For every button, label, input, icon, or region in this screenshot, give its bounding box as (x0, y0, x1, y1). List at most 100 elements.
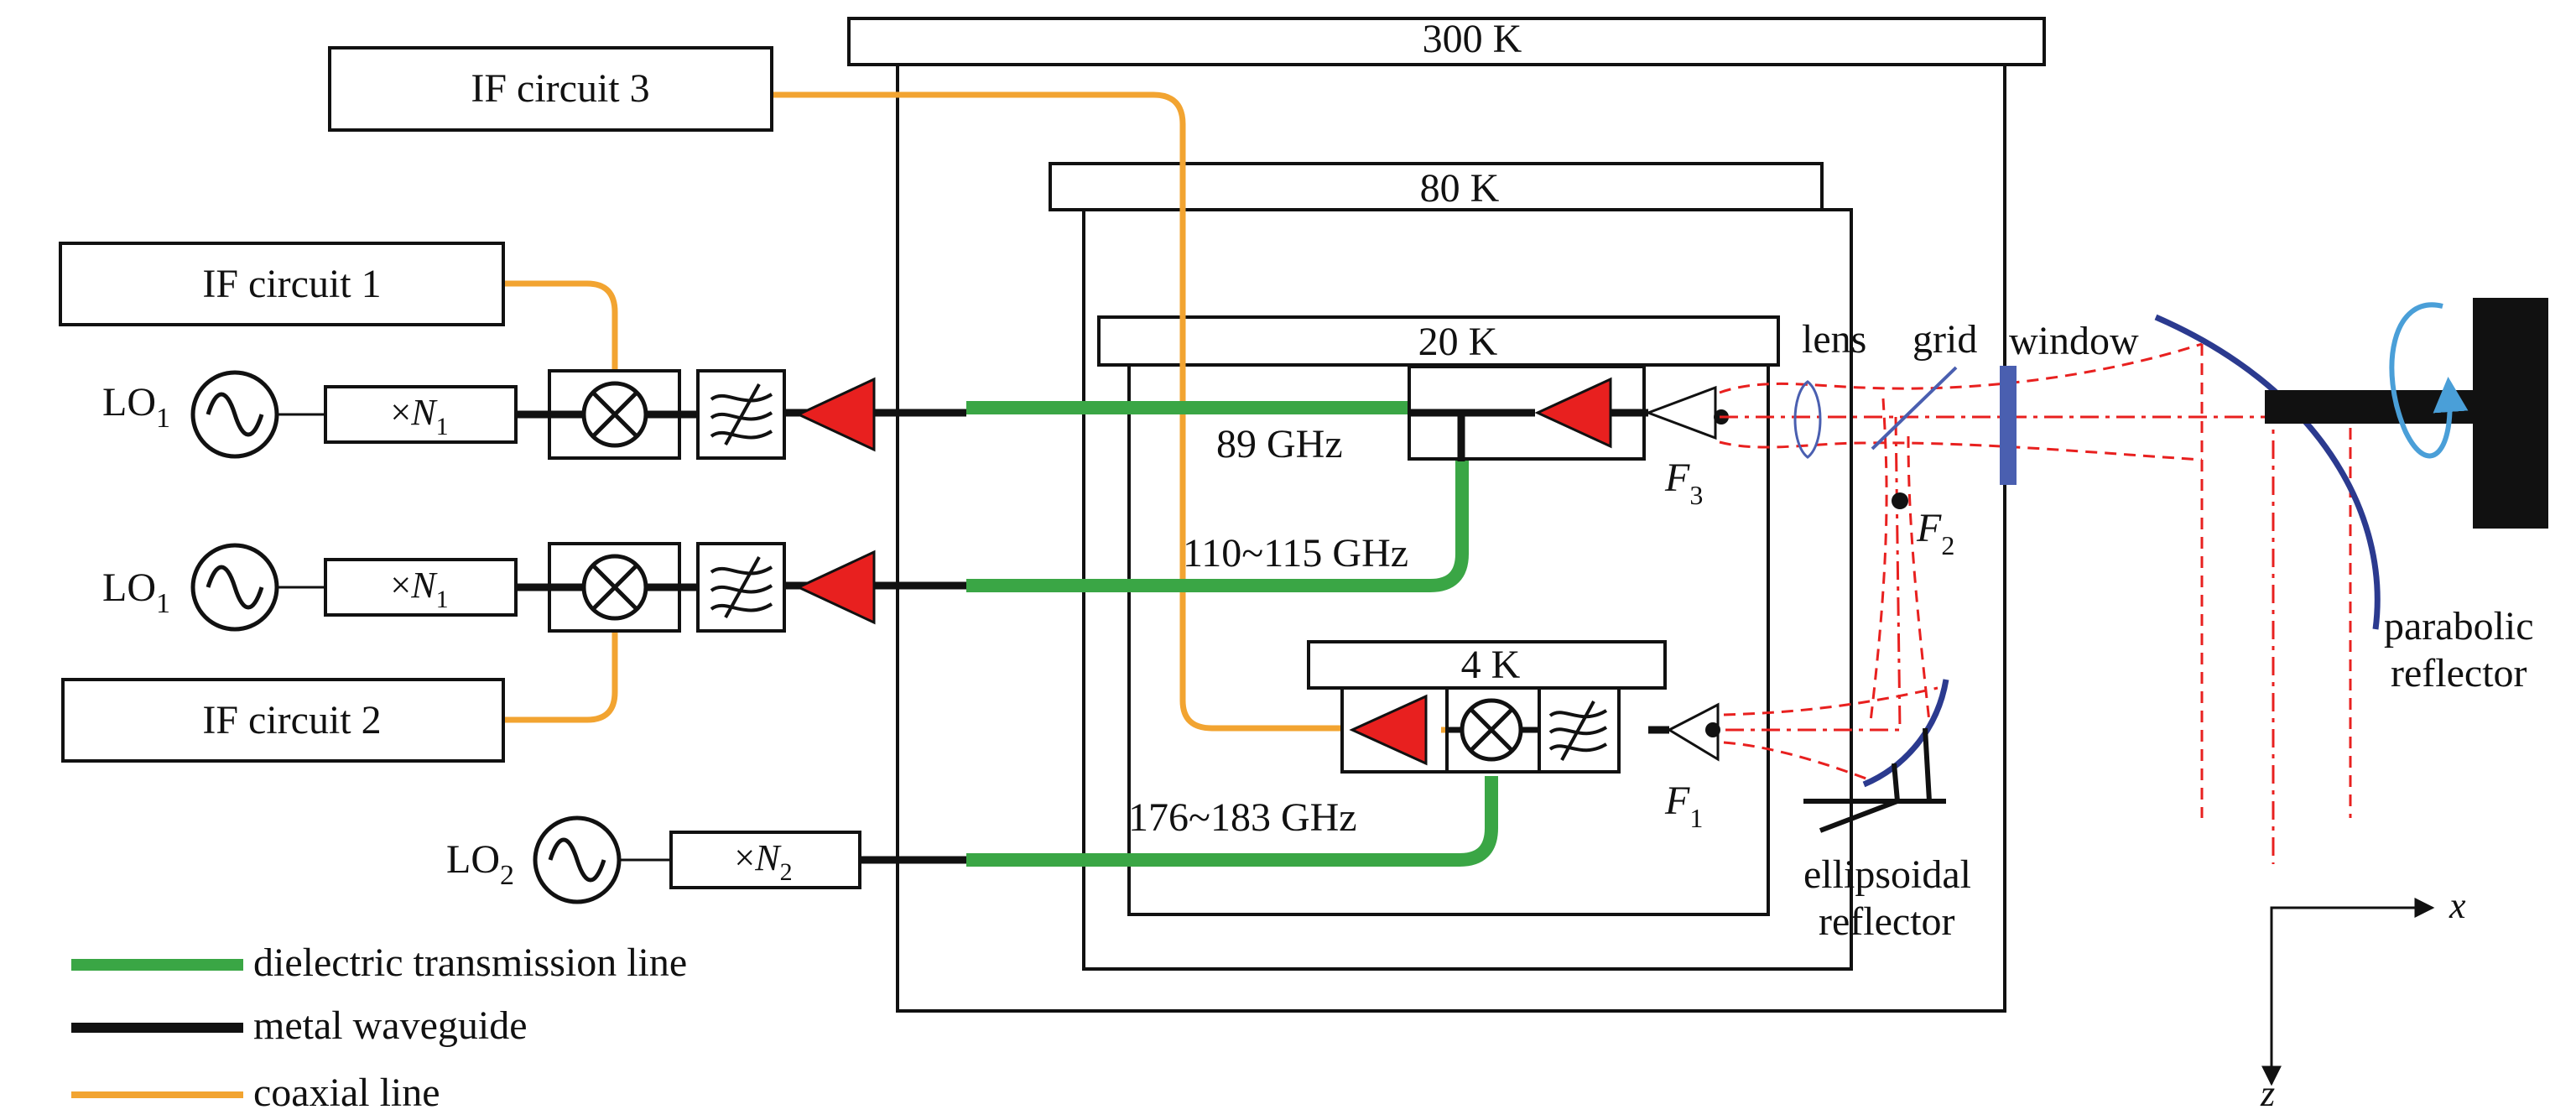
stage-4k: 4 K (1307, 640, 1667, 690)
mixer-4k (1445, 686, 1541, 774)
parabolic-reflector (2154, 314, 2381, 630)
lo1-bottom-sub: 1 (156, 588, 170, 619)
amplifier-top (795, 377, 876, 452)
amplifier-20k (1534, 377, 1612, 449)
amplifier-bottom (795, 550, 876, 625)
thin-connectors (277, 413, 671, 862)
svg-text:LO1: LO1 (102, 380, 170, 434)
axis-z-label: z (2260, 1073, 2275, 1114)
parabolic-reflector-label-2: reflector (2391, 651, 2527, 695)
multiplier-n2-prefix: × (734, 837, 755, 878)
ellipsoidal-reflector (1803, 679, 1949, 833)
freq-89ghz: 89 GHz (1216, 422, 1343, 466)
mixer-x-icon (591, 391, 638, 438)
block-4k (1340, 686, 1621, 774)
mixer-x-icon (591, 564, 638, 611)
coax-if1 (503, 280, 618, 378)
window-label: window (2009, 319, 2139, 363)
filter-wave-icon (710, 565, 773, 612)
if-circuit-2-label: IF circuit 2 (202, 698, 381, 742)
svg-text:×N1: ×N1 (390, 565, 448, 613)
multiplier-n1-bottom: ×N1 (324, 558, 518, 617)
lo1-bottom-label: LO (102, 565, 156, 610)
stage-4k-label: 4 K (1461, 643, 1521, 687)
mixer-bottom (548, 542, 681, 633)
mixer-x-icon (1469, 707, 1514, 753)
block-20k (1408, 365, 1646, 461)
multiplier-n1-bottom-prefix: × (390, 565, 411, 606)
legend-dielectric-label: dielectric transmission line (253, 940, 687, 985)
svg-text:×N1: ×N1 (390, 392, 448, 440)
dielectric-lines (966, 401, 1498, 867)
freq-110ghz: 110~115 GHz (1183, 531, 1408, 576)
lo2-sub: 2 (500, 860, 514, 891)
focus-f2-label: F (1916, 506, 1942, 550)
legend-coaxial-label: coaxial line (253, 1071, 440, 1115)
if-circuit-3-label: IF circuit 3 (471, 66, 649, 111)
multiplier-n2-label: N (754, 837, 782, 878)
filter-wave-icon (710, 393, 773, 440)
lo1-bottom: LO1 (102, 543, 279, 632)
if-circuit-1: IF circuit 1 (59, 242, 505, 326)
freq-176ghz: 176~183 GHz (1128, 795, 1357, 840)
filter-bottom (696, 542, 786, 633)
grid-label: grid (1912, 317, 1977, 362)
coax-if2 (503, 612, 618, 723)
svg-text:F2: F2 (1916, 506, 1954, 560)
sine-icon (548, 837, 606, 883)
multiplier-n1-bottom-sub: 1 (436, 586, 449, 613)
svg-text:F3: F3 (1664, 456, 1703, 510)
multiplier-n2: ×N2 (669, 831, 861, 889)
axis-x-label: x (2449, 885, 2466, 926)
lens (1793, 380, 1822, 459)
focus-f2-dot (1892, 492, 1908, 509)
horn-f1 (1666, 702, 1720, 762)
if-circuit-1-label: IF circuit 1 (202, 262, 381, 306)
dielectric-110ghz (966, 457, 1469, 592)
filter-top (696, 369, 786, 460)
lo2: LO2 (446, 815, 622, 904)
focus-f1-dot (1705, 722, 1720, 737)
rotation-arrow-icon (2389, 302, 2469, 459)
svg-text:LO1: LO1 (102, 565, 170, 619)
amplifiers (795, 377, 1612, 766)
lo1-top-sub: 1 (156, 403, 170, 434)
svg-text:LO2: LO2 (446, 837, 514, 891)
parabolic-reflector-label-1: parabolic (2384, 604, 2534, 649)
lo1-top-label: LO (102, 380, 156, 425)
amplifier-4k (1349, 694, 1428, 766)
ellipsoidal-reflector-label-2: reflector (1819, 899, 1955, 944)
svg-text:F1: F1 (1664, 779, 1703, 833)
lo2-label: LO (446, 837, 500, 882)
ellipsoidal-reflector-label-1: ellipsoidal (1803, 852, 1971, 897)
grid (1871, 366, 1958, 451)
stage-80k: 80 K (1049, 162, 1853, 971)
axes: x z (2260, 885, 2466, 1114)
focus-f3-sub: 3 (1689, 480, 1703, 510)
beam-paths (1719, 342, 2352, 864)
lo1-top: LO1 (102, 370, 279, 459)
sine-icon (206, 565, 264, 610)
filter-4k (1538, 686, 1621, 774)
if-circuit-2: IF circuit 2 (61, 678, 505, 763)
stage-300k: 300 K (847, 17, 2046, 1013)
stage-300k-label: 300 K (1423, 17, 1522, 61)
focus-f1-label: F (1664, 779, 1690, 823)
legend-metal-label: metal waveguide (253, 1003, 528, 1048)
multiplier-n1-bottom-label: N (410, 565, 438, 606)
window (2000, 366, 2017, 485)
filter-wave-icon (1548, 709, 1608, 753)
sine-icon (206, 392, 264, 437)
stage-80k-label: 80 K (1420, 166, 1500, 211)
horn-f3 (1644, 385, 1729, 440)
focus-f1-sub: 1 (1689, 803, 1703, 833)
focus-f2-sub: 2 (1941, 530, 1954, 560)
rotating-mount (2265, 298, 2548, 529)
multiplier-n1-top-prefix: × (390, 392, 411, 433)
stage-20k-label: 20 K (1418, 320, 1498, 364)
multiplier-n1-top-label: N (410, 392, 438, 433)
multiplier-n1-top: ×N1 (324, 385, 518, 444)
multiplier-n1-top-sub: 1 (436, 413, 449, 440)
mixer-top (548, 369, 681, 460)
